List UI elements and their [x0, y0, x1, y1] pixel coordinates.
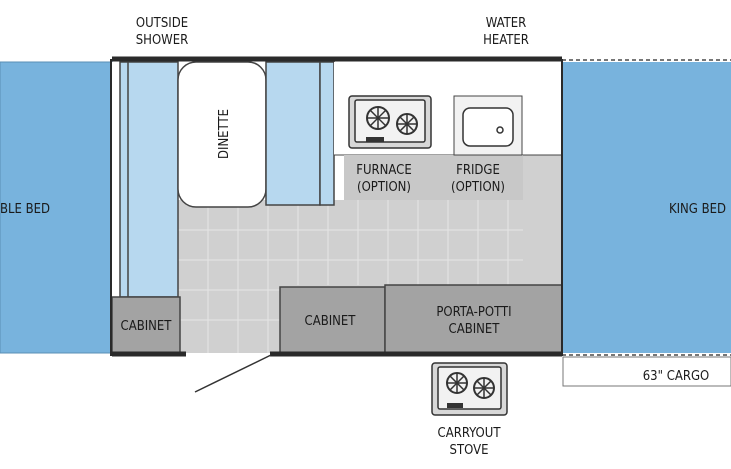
furnace-label-line2: (OPTION) — [357, 180, 411, 195]
carryout-stove-label-line2: STOVE — [450, 443, 489, 458]
cargo-label: 63" CARGO — [643, 369, 710, 384]
porta-potti-label-line1: PORTA-POTTI — [436, 305, 511, 320]
outside-shower-label-line1: OUTSIDE — [136, 16, 188, 31]
tiled-floor-right — [523, 155, 562, 285]
dinette-bench-back — [319, 61, 335, 206]
left-bench — [119, 61, 179, 298]
furnace-label-line1: FURNACE — [356, 163, 412, 178]
cabinet-left — [111, 296, 181, 354]
door-swing — [194, 354, 272, 393]
fridge-label-line2: (OPTION) — [451, 180, 505, 195]
left-bed — [0, 61, 113, 354]
right-bed — [562, 62, 731, 353]
cabinet-center — [279, 286, 386, 354]
carryout-stove-label-line1: CARRYOUT — [438, 426, 502, 441]
water-heater-label-line2: HEATER — [483, 33, 529, 48]
appliance-area — [344, 155, 523, 200]
fridge-label-line1: FRIDGE — [456, 163, 500, 178]
carryout-stove-icon — [431, 362, 508, 416]
cargo-area — [562, 356, 731, 387]
water-heater-label-line1: WATER — [486, 16, 527, 31]
porta-potti-label-line2: CABINET — [449, 322, 501, 337]
right-bed-label: KING BED — [669, 202, 726, 217]
left-bed-label: BLE BED — [0, 202, 50, 217]
cabinet-center-label: CABINET — [305, 314, 357, 329]
cabinet-left-label: CABINET — [121, 319, 173, 334]
porta-potti-cabinet — [384, 284, 563, 354]
outside-shower-label-line2: SHOWER — [136, 33, 189, 48]
dinette-bench — [265, 61, 321, 206]
furnace-icon — [348, 95, 432, 149]
sink-icon — [453, 95, 523, 156]
dinette-label: DINETTE — [217, 109, 232, 159]
